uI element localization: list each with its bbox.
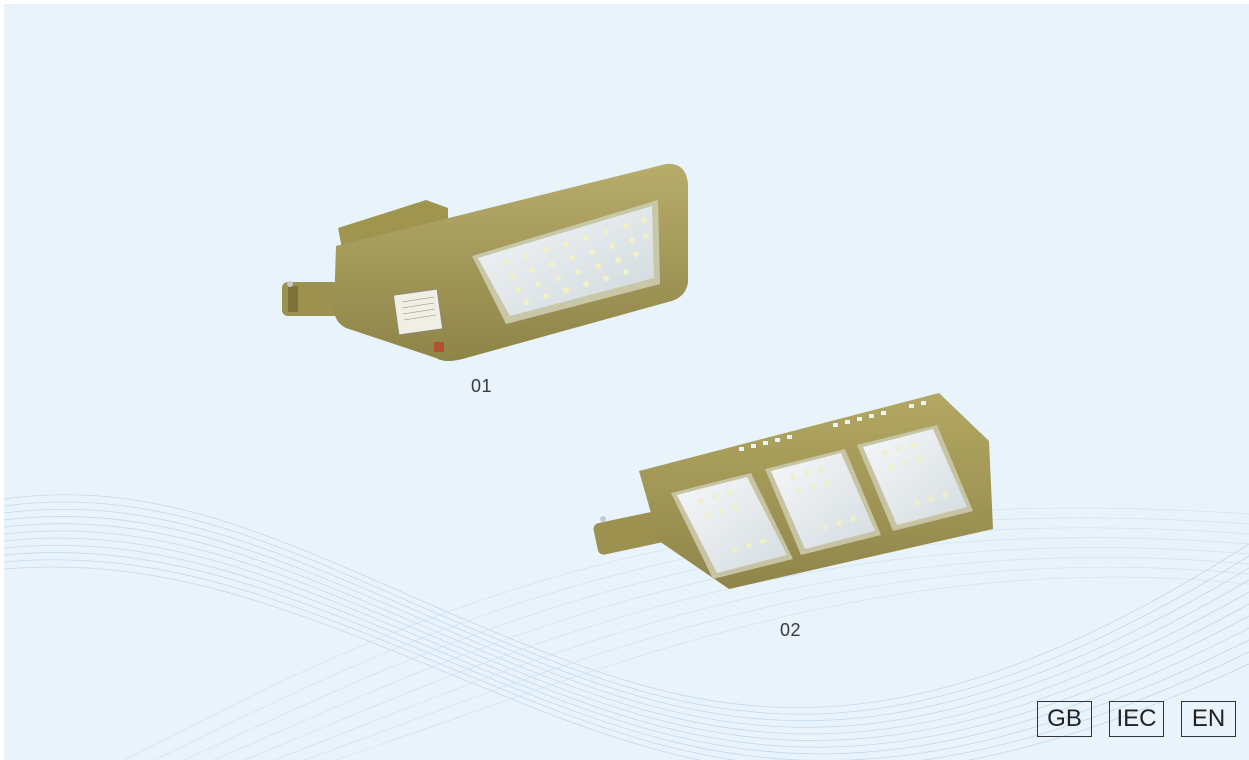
- wave-background: [4, 494, 1249, 760]
- product-label-02: 02: [780, 620, 802, 640]
- street-light-housing-icon: [282, 163, 688, 361]
- product-panel: 01: [4, 4, 1249, 760]
- product-label-01: 01: [471, 376, 493, 396]
- certification-badges: GB IEC EN: [1037, 701, 1236, 737]
- certification-badge-gb: GB: [1037, 701, 1092, 737]
- certification-badge-en: EN: [1181, 701, 1236, 737]
- product-image-02: [589, 389, 999, 594]
- modular-led-street-light-icon: [593, 393, 993, 589]
- product-image-01: [276, 158, 696, 368]
- certification-badge-iec: IEC: [1109, 701, 1164, 737]
